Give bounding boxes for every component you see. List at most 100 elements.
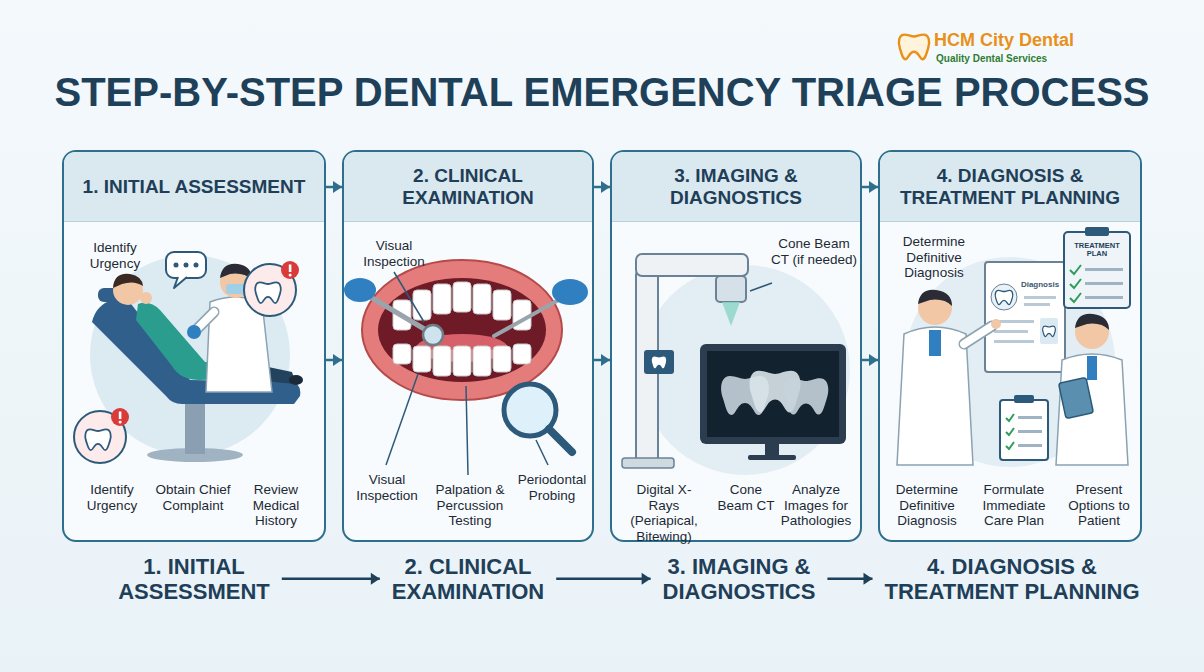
patient-scene-part (196, 312, 214, 330)
patient-scene-part (113, 275, 143, 305)
mouth-exam-part (416, 334, 508, 362)
planning-scene-part (985, 262, 1065, 372)
patient-scene-part (196, 312, 214, 330)
arrow-line (862, 186, 878, 189)
arrow-line (326, 359, 342, 362)
imaging-scene-part (636, 254, 748, 276)
imaging-scene-part (636, 272, 658, 460)
planning-scene-part (929, 330, 941, 356)
mouth-exam-part (513, 300, 531, 330)
imaging-scene-part (722, 302, 740, 326)
arrow-line (827, 578, 872, 581)
patient-scene-part (289, 265, 292, 273)
arrow-head (333, 181, 342, 193)
imaging-scene-part (750, 283, 772, 291)
step-detail: Formulate Immediate Care Plan (974, 482, 1054, 529)
mouth-exam-part (386, 374, 418, 465)
planning-scene-part (1006, 428, 1014, 435)
planning-scene-part (1024, 303, 1050, 306)
page-title: STEP-BY-STEP DENTAL EMERGENCY TRIAGE PRO… (0, 70, 1204, 114)
step-detail: Determine Definitive Diagnosis (888, 234, 980, 281)
patient-scene-part (111, 408, 129, 426)
patient-scene-part (281, 261, 299, 279)
step-detail: Determine Definitive Diagnosis (887, 482, 967, 529)
mouth-exam-part (536, 440, 548, 465)
planning-scene-part (1085, 227, 1109, 236)
planning-scene-part (995, 290, 1013, 304)
planning-scene-part (1070, 265, 1081, 274)
arrow-head (333, 354, 342, 366)
patient-scene-part (206, 297, 272, 392)
planning-scene-part (905, 257, 1115, 467)
patient-scene-part (136, 303, 253, 380)
imaging-scene-part (784, 378, 829, 414)
patient-scene-part (220, 264, 252, 280)
arrow-line (594, 186, 610, 189)
step-heading: 2. CLINICAL EXAMINATION (344, 152, 592, 222)
arrow-head (869, 181, 878, 193)
patient-scene-part (184, 263, 189, 268)
mouth-exam-part (344, 278, 376, 302)
planning-scene-part (918, 291, 952, 325)
mouth-exam-part (493, 346, 511, 372)
planning-scene-part (897, 327, 973, 465)
imaging-scene-part (721, 376, 769, 415)
mouth-exam-part (473, 346, 491, 376)
clipboard-heading: TREATMENT PLAN (1066, 242, 1128, 259)
mouth-exam-part (378, 278, 546, 382)
step-caption: 2. CLINICAL EXAMINATION (353, 555, 583, 604)
step-detail: Identify Urgency (73, 482, 151, 513)
planning-scene-part (991, 284, 1017, 310)
imaging-scene-part (750, 371, 801, 413)
planning-scene-part (1070, 279, 1081, 288)
step-detail: Periodontal Probing (514, 472, 590, 503)
planning-scene-part (1070, 293, 1081, 302)
planning-scene-part (1014, 395, 1034, 403)
imaging-scene-part (716, 276, 746, 302)
planning-scene-part (1018, 444, 1042, 447)
arrow-head (371, 573, 380, 585)
planning-scene-part (1000, 400, 1048, 460)
logo-tooth-part (899, 35, 929, 60)
imaging-scene-part (707, 351, 839, 437)
step-detail: Identify Urgency (79, 240, 151, 271)
patient-scene-part (244, 264, 296, 316)
mouth-exam-part (413, 290, 431, 320)
patient-scene-part (194, 263, 199, 268)
step-detail: Review Medical History (237, 482, 315, 529)
step-caption: 3. IMAGING & DIAGNOSTICS (624, 555, 854, 604)
patient-scene-part (185, 404, 205, 454)
patient-scene-part (140, 292, 152, 304)
planning-scene-part (1064, 232, 1130, 308)
arrow-head (869, 354, 878, 366)
step-detail: Present Options to Patient (1059, 482, 1139, 529)
step-heading: 1. INITIAL ASSESSMENT (64, 152, 324, 222)
arrow-head (601, 181, 610, 193)
arrow-head (863, 573, 872, 585)
planning-scene-part (991, 319, 1001, 329)
patient-scene-part (166, 252, 206, 278)
planning-scene-part (994, 320, 1034, 323)
arrow-line (594, 359, 610, 362)
step-detail: Analyze Images for Pathologies (776, 482, 856, 529)
patient-scene-part (74, 411, 126, 463)
planning-scene-part (994, 330, 1028, 333)
mouth-exam-part (493, 290, 511, 320)
planning-scene-part (1085, 282, 1123, 285)
step-caption: 1. INITIAL ASSESSMENT (79, 555, 309, 604)
caption-arrow (282, 573, 380, 585)
planning-scene-part (1018, 416, 1042, 419)
imaging-scene-part (622, 458, 674, 468)
mouth-exam-part (394, 272, 424, 322)
planning-scene-part (918, 290, 952, 306)
planning-scene-part (1040, 318, 1058, 344)
patient-scene-part (119, 421, 122, 424)
planning-scene-part (1006, 442, 1014, 449)
patient-scene-part (289, 375, 303, 385)
mouth-exam-part (362, 260, 562, 400)
imaging-scene-part (652, 357, 666, 369)
step-heading: 4. DIAGNOSIS & TREATMENT PLANNING (880, 152, 1140, 222)
mouth-exam-part (453, 282, 471, 312)
patient-scene-part (92, 300, 300, 404)
planning-scene-part (994, 340, 1034, 343)
